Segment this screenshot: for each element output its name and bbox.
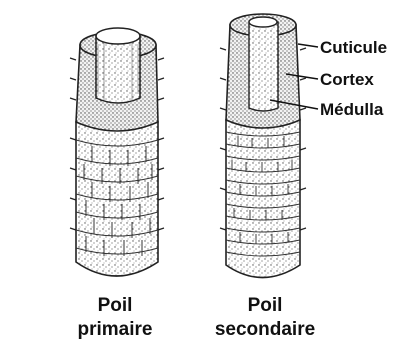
primary-hair-caption: Poil primaire [60, 294, 170, 342]
primary-caption-line1: Poil [60, 294, 170, 318]
medulla-label: Médulla [320, 100, 383, 120]
cuticle-label: Cuticule [320, 38, 387, 58]
secondary-hair-caption: Poil secondaire [200, 294, 330, 342]
secondary-hair-medulla [249, 17, 278, 111]
primary-caption-line2: primaire [60, 318, 170, 342]
secondary-caption-line1: Poil [200, 294, 330, 318]
secondary-hair-cuticle-scales [226, 120, 300, 278]
secondary-caption-line2: secondaire [200, 318, 330, 342]
cortex-label: Cortex [320, 70, 374, 90]
primary-hair-medulla [96, 28, 140, 103]
primary-hair-cuticle-scales [76, 122, 158, 276]
primary-hair-illustration [70, 28, 164, 276]
secondary-hair-illustration [220, 14, 318, 278]
